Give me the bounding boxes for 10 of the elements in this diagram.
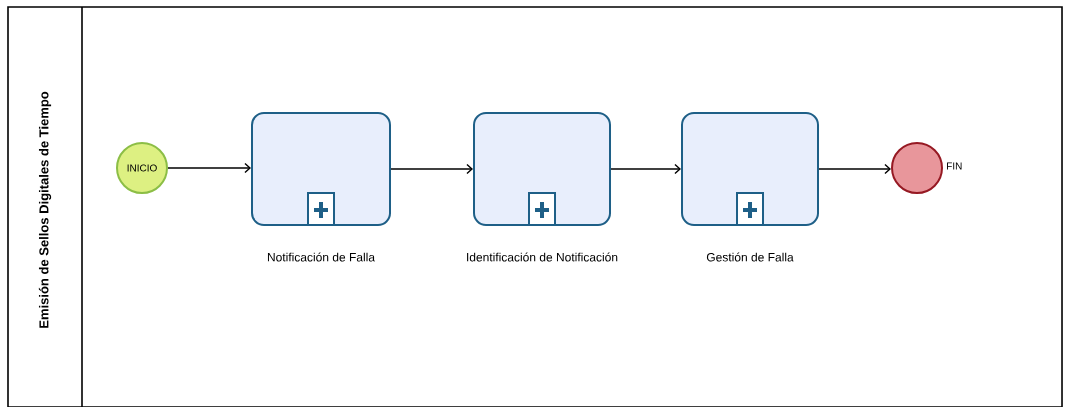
arrow bbox=[610, 163, 681, 175]
task-label: Gestión de Falla bbox=[706, 252, 794, 262]
event-label: FIN bbox=[947, 162, 962, 170]
event-label: INICIO bbox=[127, 164, 157, 172]
task-label: Identificación de Notificación bbox=[467, 252, 618, 262]
arrow bbox=[818, 163, 891, 175]
arrow bbox=[167, 162, 251, 174]
arrow bbox=[390, 163, 473, 175]
task-label: Notificación de Falla bbox=[267, 252, 375, 262]
pool-title: Emisión de Sellos Digitales de Tiempo bbox=[38, 91, 52, 328]
